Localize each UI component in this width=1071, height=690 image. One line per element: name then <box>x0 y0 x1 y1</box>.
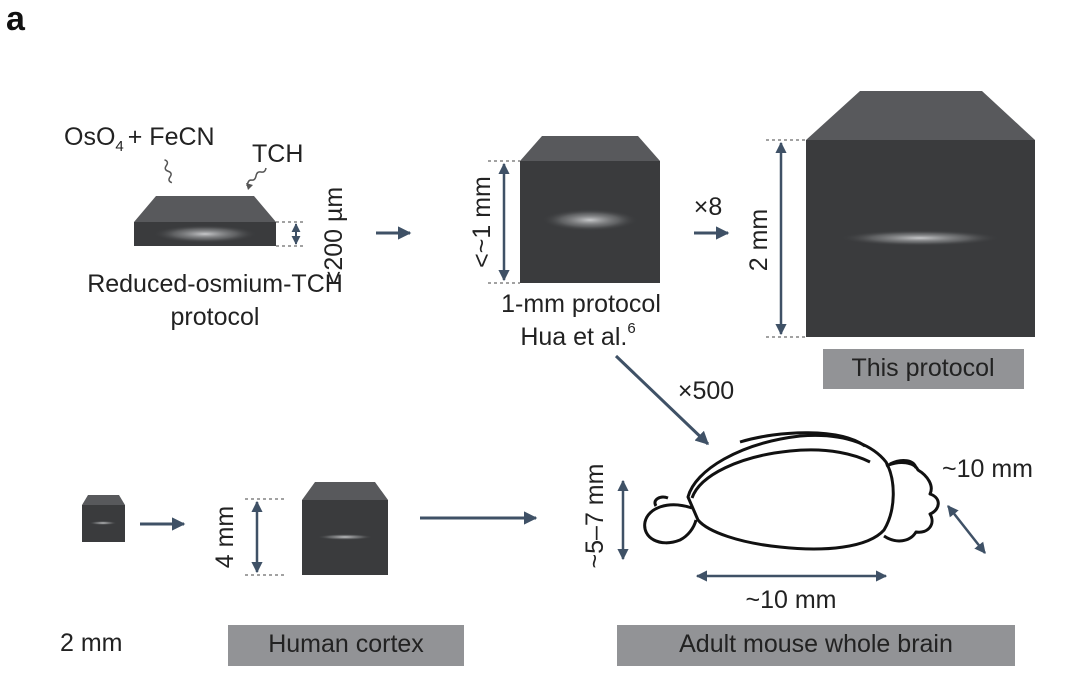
human-cortex-label: Human cortex <box>268 630 424 658</box>
reduced-protocol-name-2: protocol <box>171 303 260 331</box>
osmium-text: OsO <box>64 123 115 151</box>
cube-1mm-top <box>520 136 660 161</box>
scale-x500-label: ×500 <box>678 377 734 405</box>
ref-superscript: 6 <box>627 320 635 337</box>
sample-this-protocol <box>806 91 1035 337</box>
brain-width-label: ~10 mm <box>942 455 1033 483</box>
cube-1mm-stain-glow <box>542 209 638 231</box>
wavy-arrow-osmium <box>164 159 173 184</box>
hua-et-al-text: Hua et al. <box>520 323 627 351</box>
mouse-brain-label: Adult mouse whole brain <box>679 630 953 658</box>
arrow-1mm-to-brain <box>614 354 710 446</box>
slab-dimension-label: <200 µm <box>320 187 348 286</box>
one-mm-protocol-ref: Hua et al.6 <box>520 320 635 351</box>
this-protocol-label: This protocol <box>851 354 994 382</box>
brain-cerebellum <box>883 461 940 543</box>
brain-inner-fold <box>739 431 866 448</box>
sample-human-cortex <box>302 482 388 575</box>
cortex-block-top <box>302 482 388 500</box>
brain-width-arrow <box>947 505 986 554</box>
slab-top <box>134 196 276 222</box>
sample-small-block <box>82 495 125 542</box>
mouse-brain-label-box <box>617 625 1015 666</box>
reagent-label-osmium: OsO4 + FeCN <box>64 123 215 155</box>
brain-length-label: ~10 mm <box>745 586 836 614</box>
small-block-top <box>82 495 125 505</box>
human-cortex-label-box <box>228 625 464 666</box>
brain-olfactory-bulb-inner <box>653 495 669 507</box>
brain-olfactory-bulb <box>643 503 698 545</box>
panel-label: a <box>6 0 26 38</box>
cube-1mm-dimension-label: <~1 mm <box>468 176 496 268</box>
sample-reduced-osmium <box>134 196 276 246</box>
this-protocol-label-box <box>823 349 1024 389</box>
cube-2mm-dimension-label: 2 mm <box>745 209 773 272</box>
osmium-subscript: 4 <box>115 138 123 155</box>
wavy-arrow-tch <box>246 167 267 187</box>
small-block-stain-glow <box>89 521 117 525</box>
brain-upper-contour <box>690 448 871 499</box>
reagent-label-tch: TCH <box>252 140 303 168</box>
cortex-stain-glow <box>317 534 373 540</box>
cube-2mm-stain-glow <box>840 230 1000 246</box>
brain-height-label: ~5–7 mm <box>581 464 609 569</box>
reduced-protocol-name-1: Reduced-osmium-TCH <box>87 270 343 298</box>
brain-cerebrum <box>686 433 895 551</box>
cube-2mm-top <box>806 91 1035 140</box>
cortex-dimension-label: 4 mm <box>211 506 239 569</box>
one-mm-protocol-name: 1-mm protocol <box>501 290 661 318</box>
scale-x8-label: ×8 <box>694 193 723 221</box>
small-block-dimension-label: 2 mm <box>60 629 123 657</box>
brain-cerebellum-top <box>889 459 918 469</box>
mouse-brain-outline <box>643 431 940 551</box>
fecn-text: + FeCN <box>128 123 215 151</box>
sample-1mm-protocol <box>520 136 660 283</box>
svg-text:OsO4+ FeCN: OsO4 + FeCN <box>64 123 215 155</box>
slab-stain-glow <box>153 225 257 243</box>
